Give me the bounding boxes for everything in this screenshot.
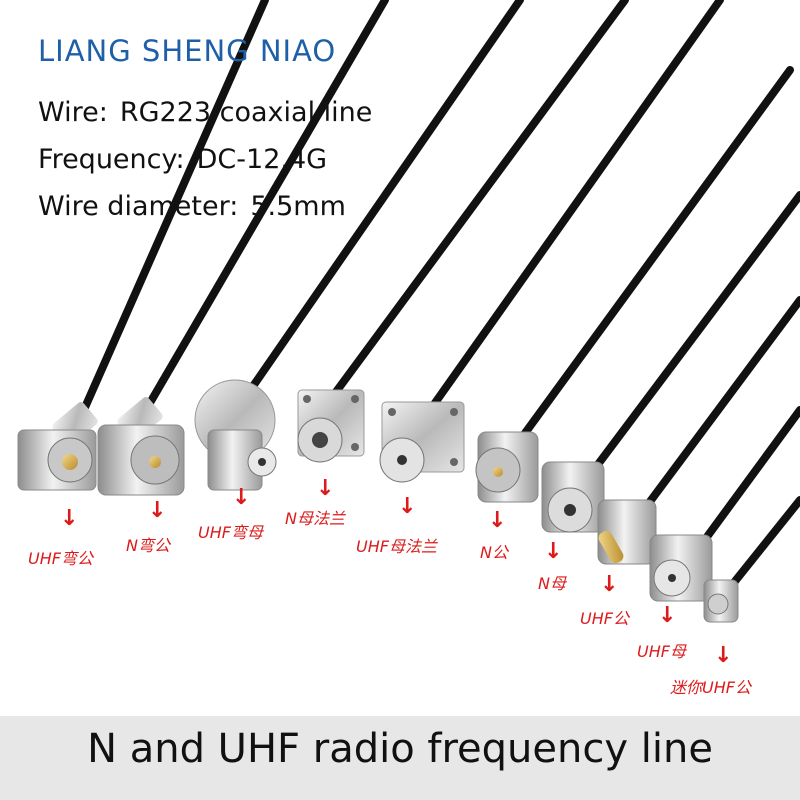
spec-frequency: Frequency: DC-12.4G (38, 144, 327, 175)
arrow-down-icon: ↓ (714, 643, 733, 668)
cable-2 (136, 0, 389, 424)
label-uhf-male: UHF公 (580, 609, 629, 628)
spec-frequency-label: Frequency: (38, 144, 185, 175)
arrow-down-icon: ↓ (148, 498, 167, 523)
label-uhf-right-angle-male: UHF弯公 (28, 549, 93, 568)
connector-uhf-female-flange (379, 401, 465, 483)
cable-1 (71, 0, 269, 434)
connector-uhf-right-angle-male (17, 402, 98, 491)
cable-8 (636, 296, 800, 519)
arrow-down-icon: ↓ (544, 539, 563, 564)
label-mini-uhf-male: 迷你UHF公 (670, 678, 751, 697)
spec-wire-value: RG223 coaxial line (119, 97, 373, 128)
cable-3 (236, 0, 524, 409)
arrow-down-icon: ↓ (316, 476, 335, 501)
footer-title: N and UHF radio frequency line (87, 726, 713, 772)
cable-9 (686, 406, 800, 564)
footer-banner (0, 716, 800, 800)
connector-n-right-angle-male (97, 397, 185, 496)
connector-n-female-flange (297, 389, 365, 463)
label-n-right-angle-male: N弯公 (126, 536, 170, 555)
label-n-female-flange: N母法兰 (285, 509, 345, 528)
cable-5 (426, 0, 724, 414)
label-n-male: N公 (480, 543, 508, 562)
arrow-down-icon: ↓ (600, 572, 619, 597)
cables (71, 0, 800, 604)
label-uhf-female: UHF母 (637, 642, 686, 661)
connector-uhf-bulkhead-female (194, 379, 277, 491)
connector-n-female (541, 461, 605, 533)
cable-4 (326, 0, 629, 404)
cable-6 (516, 66, 794, 444)
connector-mini-uhf-male (703, 579, 739, 623)
label-uhf-female-flange: UHF母法兰 (356, 537, 437, 556)
spec-wire-label: Wire: (38, 97, 108, 128)
arrow-down-icon: ↓ (488, 508, 507, 533)
arrow-down-icon: ↓ (398, 494, 417, 519)
spec-frequency-value: DC-12.4G (196, 144, 328, 175)
connector-uhf-female (649, 534, 713, 602)
arrow-down-icon: ↓ (658, 603, 677, 628)
spec-diameter: Wire diameter: 5.5mm (38, 191, 346, 222)
label-n-female: N母 (538, 574, 566, 593)
connector-uhf-male (597, 499, 657, 565)
arrow-down-icon: ↓ (232, 485, 251, 510)
label-uhf-bulkhead-female: UHF弯母 (198, 523, 263, 542)
connector-n-male (475, 431, 539, 503)
spec-diameter-label: Wire diameter: (38, 191, 239, 222)
brand-name: LIANG SHENG NIAO (38, 34, 337, 68)
spec-diameter-value: 5.5mm (250, 191, 346, 222)
cable-7 (586, 191, 800, 479)
spec-wire: Wire: RG223 coaxial line (38, 97, 372, 128)
arrow-down-icon: ↓ (60, 506, 79, 531)
